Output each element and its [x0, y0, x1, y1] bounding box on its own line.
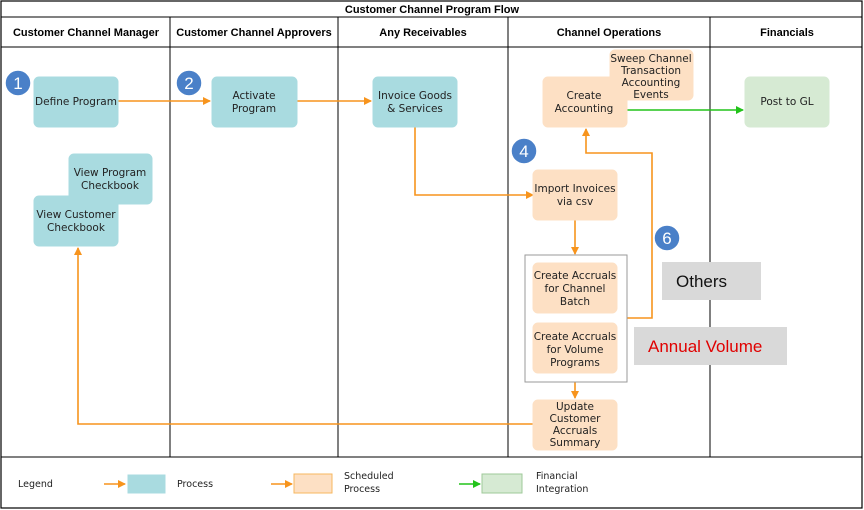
svg-text:6: 6	[662, 229, 671, 248]
node-define-program[interactable]: Define Program	[33, 76, 119, 128]
legend-process-label: Process	[177, 479, 213, 490]
svg-text:Invoice Goods& Services: Invoice Goods& Services	[378, 90, 452, 115]
step-badge-2: 2	[175, 69, 203, 97]
legend-scheduled-swatch	[293, 473, 333, 494]
svg-text:Post to GL: Post to GL	[760, 96, 813, 108]
accruals-group-frame	[524, 254, 628, 383]
svg-text:Others: Others	[676, 272, 727, 291]
svg-text:Annual Volume: Annual Volume	[648, 337, 762, 356]
lane-header-customer-channel-manager: Customer Channel Manager	[13, 27, 160, 39]
svg-text:1: 1	[13, 74, 22, 93]
edge-update-to-view-customer	[74, 247, 533, 425]
svg-text:2: 2	[184, 74, 193, 93]
step-badge-4: 4	[510, 137, 538, 165]
step-badge-6: 6	[653, 224, 681, 252]
legend-title: Legend	[18, 479, 53, 490]
node-post-to-gl[interactable]: Post to GL	[744, 76, 830, 128]
diagram-title: Customer Channel Program Flow	[345, 4, 520, 16]
step-badge-1: 1	[4, 69, 32, 97]
svg-text:4: 4	[519, 142, 528, 161]
callout-annual-volume: Annual Volume	[634, 327, 787, 365]
legend-process-swatch	[127, 474, 166, 494]
edge-invoice-to-import	[414, 127, 534, 199]
lane-header-financials: Financials	[760, 27, 814, 39]
legend-financial-swatch	[481, 473, 523, 494]
lane-header-any-receivables: Any Receivables	[379, 27, 466, 39]
lane-header-customer-channel-approvers: Customer Channel Approvers	[176, 27, 331, 39]
lane-header-channel-operations: Channel Operations	[557, 27, 662, 39]
svg-text:Define Program: Define Program	[35, 96, 117, 108]
callout-others: Others	[662, 262, 761, 300]
edge-accruals-to-create-accounting	[582, 128, 653, 319]
node-invoice-goods-services[interactable]: Invoice Goods& Services	[372, 76, 458, 128]
